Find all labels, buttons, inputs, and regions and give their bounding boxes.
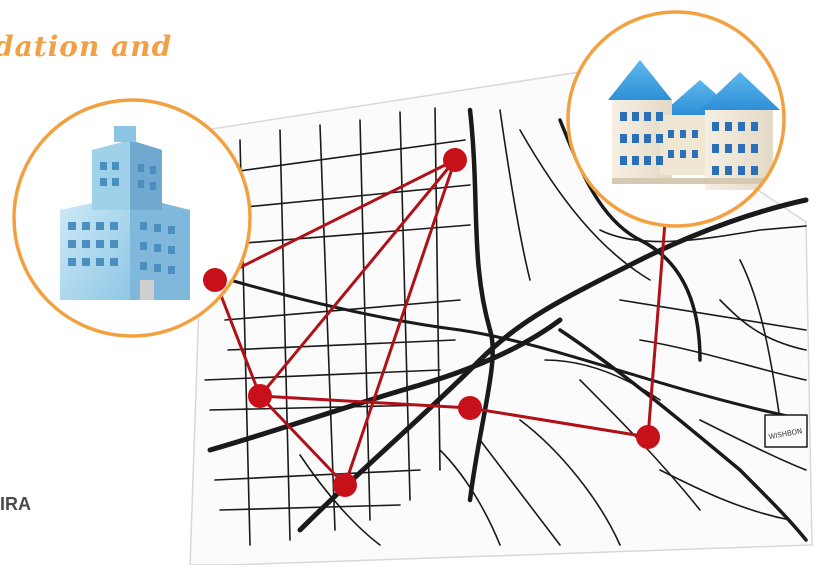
corner-label: IRA bbox=[0, 494, 31, 514]
school-campus-building-icon bbox=[608, 60, 780, 190]
route-node bbox=[443, 148, 467, 172]
route-node bbox=[458, 396, 482, 420]
route-nodes bbox=[203, 148, 660, 497]
caption-text: dation and bbox=[0, 30, 173, 63]
route-node bbox=[333, 473, 357, 497]
office-building-circle bbox=[12, 98, 252, 338]
school-building-circle bbox=[566, 10, 786, 228]
route-node bbox=[203, 268, 227, 292]
route-node bbox=[636, 425, 660, 449]
route-network bbox=[213, 158, 667, 487]
route-node bbox=[248, 384, 272, 408]
office-tower-building-icon bbox=[60, 126, 190, 300]
